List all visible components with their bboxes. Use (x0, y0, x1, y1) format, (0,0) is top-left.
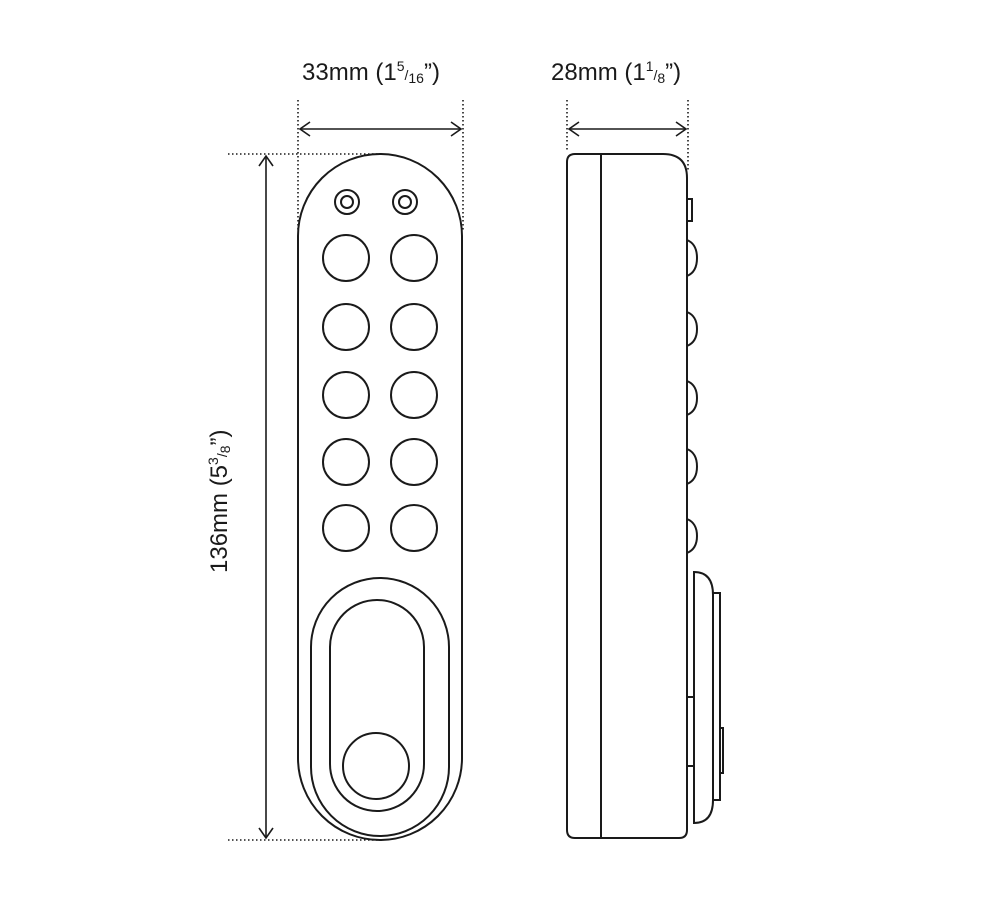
depth-label: 28mm (11/8”) (551, 58, 681, 86)
keypad-buttons (322, 234, 438, 552)
keypad-body (297, 153, 463, 841)
knob-slot (329, 599, 425, 812)
keypad-button (322, 234, 370, 282)
keypad-button (390, 371, 438, 419)
turn-knob (342, 732, 410, 800)
side-button-bump (686, 380, 699, 416)
indicator-leds (334, 189, 418, 215)
knob-surround (310, 577, 450, 837)
side-button-profiles (686, 239, 699, 554)
led-indicator-icon (334, 189, 360, 215)
side-view (566, 153, 724, 839)
keypad-button (390, 303, 438, 351)
side-button-bump (686, 311, 699, 347)
depth-dimension: 28mm (11/8”) (551, 58, 689, 170)
led-indicator-icon (392, 189, 418, 215)
width-dimension: 33mm (15/16”) (297, 58, 464, 232)
width-label: 33mm (15/16”) (302, 58, 440, 86)
keypad-button (322, 303, 370, 351)
side-button-bump (686, 239, 699, 277)
side-latch (693, 570, 714, 825)
keypad-button (322, 371, 370, 419)
height-label: 136mm (53/8”) (205, 429, 233, 573)
side-button-bump (686, 448, 699, 485)
height-dimension: 136mm (53/8”) (205, 153, 380, 841)
keypad-button (390, 234, 438, 282)
keypad-button (390, 504, 438, 552)
front-view (297, 153, 463, 841)
side-button-bump (686, 518, 699, 554)
keypad-button (322, 438, 370, 486)
side-body (566, 153, 688, 839)
keypad-button (390, 438, 438, 486)
keypad-button (322, 504, 370, 552)
